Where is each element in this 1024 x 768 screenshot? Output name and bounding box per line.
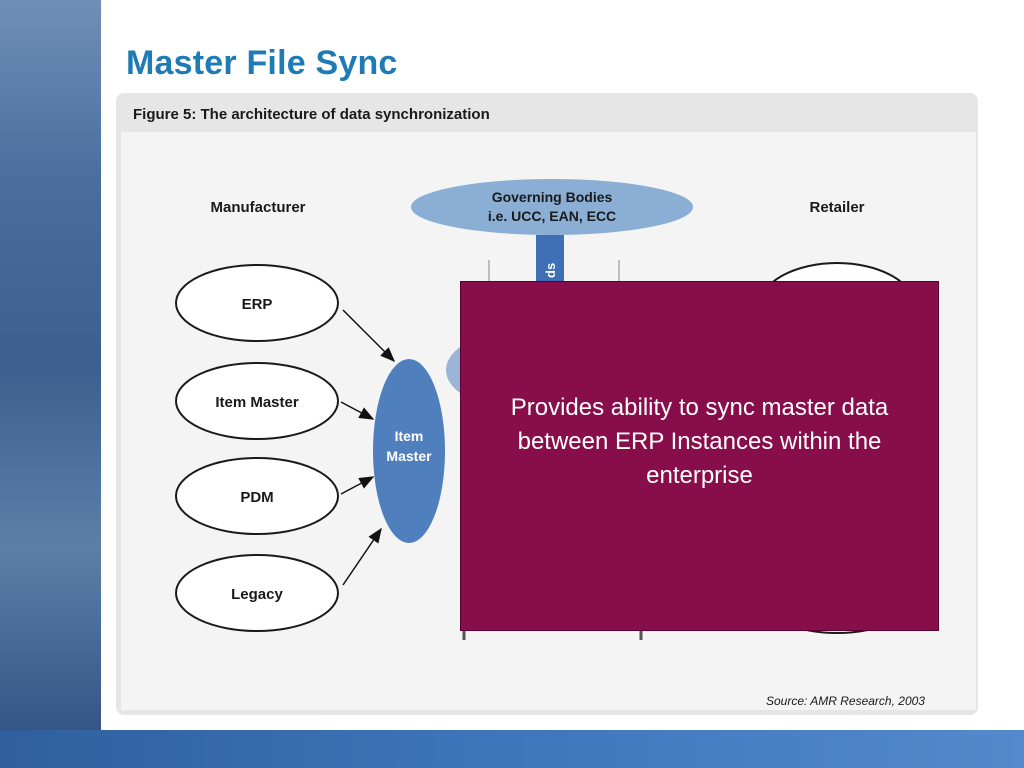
- footer-bar: [0, 730, 1024, 768]
- governing-bodies-sublabel: i.e. UCC, EAN, ECC: [488, 208, 616, 224]
- item-master-system-ellipse: [175, 362, 339, 440]
- arrow-item-master-system-to-hub: [340, 401, 375, 420]
- standards-connector-label: ds: [543, 263, 558, 278]
- pdm-label: PDM: [240, 489, 273, 506]
- pdm-ellipse: [175, 457, 339, 535]
- manufacturer-header: Manufacturer: [210, 199, 305, 216]
- decorative-side-image: [0, 0, 101, 730]
- arrow-erp-to-item-master: [342, 309, 396, 363]
- arrow-pdm-to-item-master: [340, 476, 375, 495]
- legacy-label: Legacy: [231, 586, 283, 603]
- callout-text: Provides ability to sync master data bet…: [510, 394, 889, 489]
- item-master-hub-ellipse: [373, 359, 445, 543]
- legacy-ellipse: [175, 554, 339, 632]
- governing-bodies-label: Governing Bodies: [492, 189, 613, 205]
- item-master-system-label: Item Master: [215, 394, 299, 411]
- figure-caption: Figure 5: The architecture of data synch…: [133, 106, 490, 123]
- standards-connector: [536, 235, 564, 285]
- retailer-header: Retailer: [809, 199, 864, 216]
- erp-label: ERP: [242, 296, 273, 313]
- arrow-legacy-to-item-master: [342, 527, 382, 586]
- governing-bodies-ellipse: [411, 179, 693, 235]
- item-master-hub-sublabel: Master: [386, 448, 432, 464]
- callout-box: Provides ability to sync master data bet…: [460, 281, 939, 631]
- figure-source: Source: AMR Research, 2003: [766, 694, 925, 708]
- slide-title: Master File Sync: [126, 44, 398, 82]
- item-master-hub-label: Item: [395, 428, 424, 444]
- erp-ellipse: [175, 264, 339, 342]
